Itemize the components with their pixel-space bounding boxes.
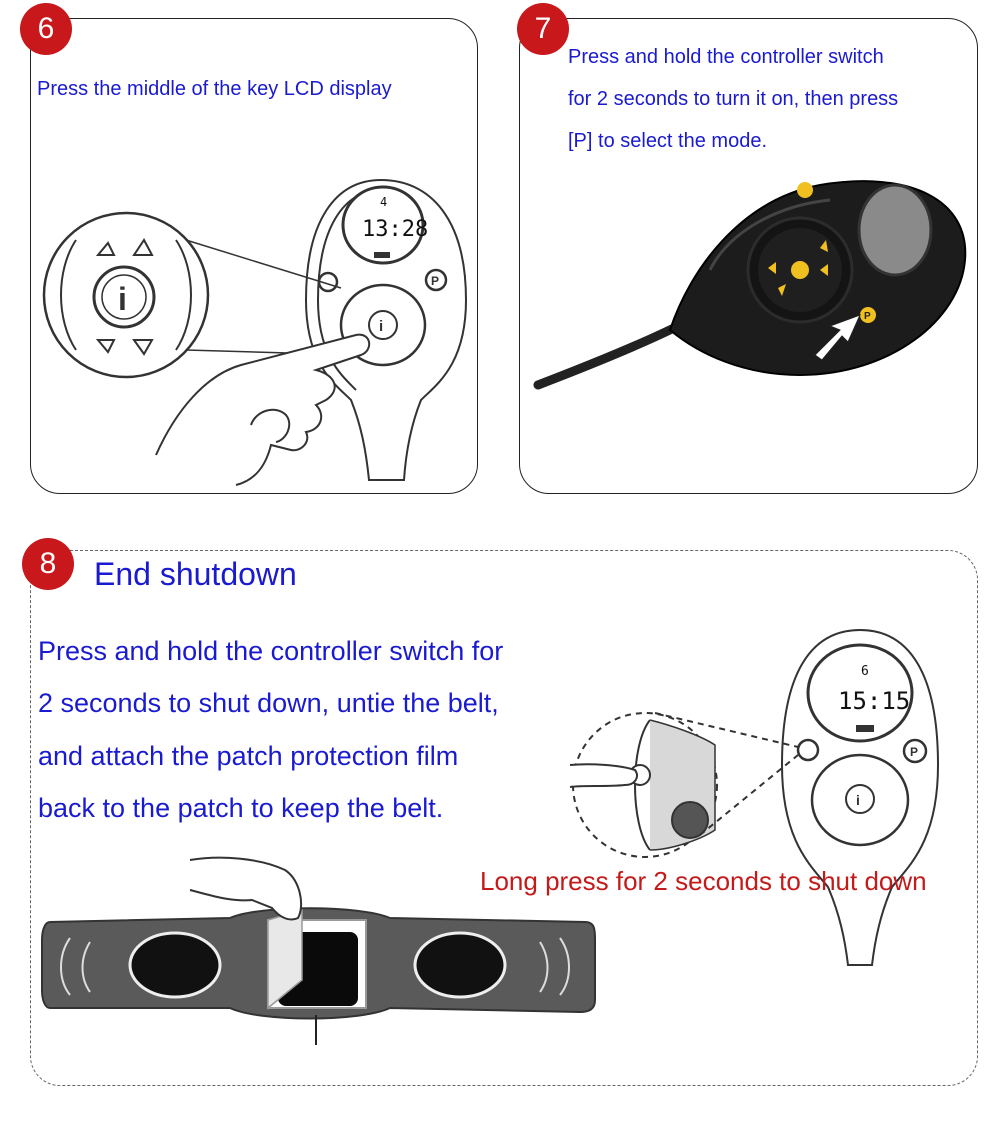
step-8-line-3: and attach the patch protection film xyxy=(38,741,459,771)
down-arrow-icon xyxy=(95,339,116,354)
step-7-line-3: [P] to select the mode. xyxy=(568,130,767,152)
step-8-line-4: back to the patch to keep the belt. xyxy=(38,793,444,823)
step-8-remote-illustration: 6 15:15 P i xyxy=(569,628,940,966)
svg-text:i: i xyxy=(379,318,383,335)
p-key-label: P xyxy=(431,274,439,288)
lcd-top-value: 4 xyxy=(380,195,387,209)
lcd-top-value: 6 xyxy=(861,664,869,679)
p-button-icon xyxy=(860,307,876,323)
info-icon xyxy=(845,784,875,814)
step-8-line-1: Press and hold the controller switch for xyxy=(38,636,504,666)
step-8-belt-illustration xyxy=(41,856,596,1045)
step-7-line-1: Press and hold the controller switch xyxy=(568,46,884,68)
lcd-display xyxy=(806,643,914,743)
step-7-illustration: P xyxy=(533,180,967,390)
svg-text:P: P xyxy=(864,311,871,322)
hand-illustration xyxy=(155,333,371,486)
controller-remote: P xyxy=(668,180,967,377)
power-button-icon xyxy=(797,182,813,198)
center-key-icon xyxy=(791,261,809,279)
lcd-time: 15:15 xyxy=(838,687,910,715)
svg-text:P: P xyxy=(910,745,918,759)
info-icon xyxy=(92,265,156,329)
finger-icon xyxy=(569,763,638,788)
center-info-key-icon xyxy=(368,310,398,340)
left-electrode-pad xyxy=(128,931,222,999)
p-button-icon xyxy=(424,268,448,292)
lcd-time: 13:28 xyxy=(362,217,428,242)
arrow-icon xyxy=(814,314,861,361)
right-electrode-pad xyxy=(413,931,507,999)
step-8-badge: 8 xyxy=(22,538,74,590)
step-6-text: Press the middle of the key LCD display xyxy=(37,78,392,100)
power-button-icon xyxy=(796,738,820,762)
lcd-display: 4 13:28 xyxy=(341,185,428,265)
magnified-keypad: i xyxy=(42,211,210,379)
svg-text:i: i xyxy=(856,792,860,808)
step-6-badge: 6 xyxy=(20,3,72,55)
step-7-badge: 7 xyxy=(517,3,569,55)
lcd-display xyxy=(857,183,933,277)
step-7-line-2: for 2 seconds to turn it on, then press xyxy=(568,88,899,110)
belt xyxy=(41,907,596,1045)
cable xyxy=(533,320,685,390)
power-button-icon xyxy=(317,271,339,293)
hand-icon xyxy=(189,856,303,921)
p-button-icon xyxy=(902,738,928,764)
step-8-line-2: 2 seconds to shut down, untie the belt, xyxy=(38,688,499,718)
step-8-title: End shutdown xyxy=(94,556,297,592)
step-6-illustration: 4 13:28 P i i xyxy=(42,178,468,486)
shutdown-callout: Long press for 2 seconds to shut down xyxy=(480,866,927,896)
svg-text:i: i xyxy=(118,281,127,317)
up-arrow-icon xyxy=(95,241,116,256)
